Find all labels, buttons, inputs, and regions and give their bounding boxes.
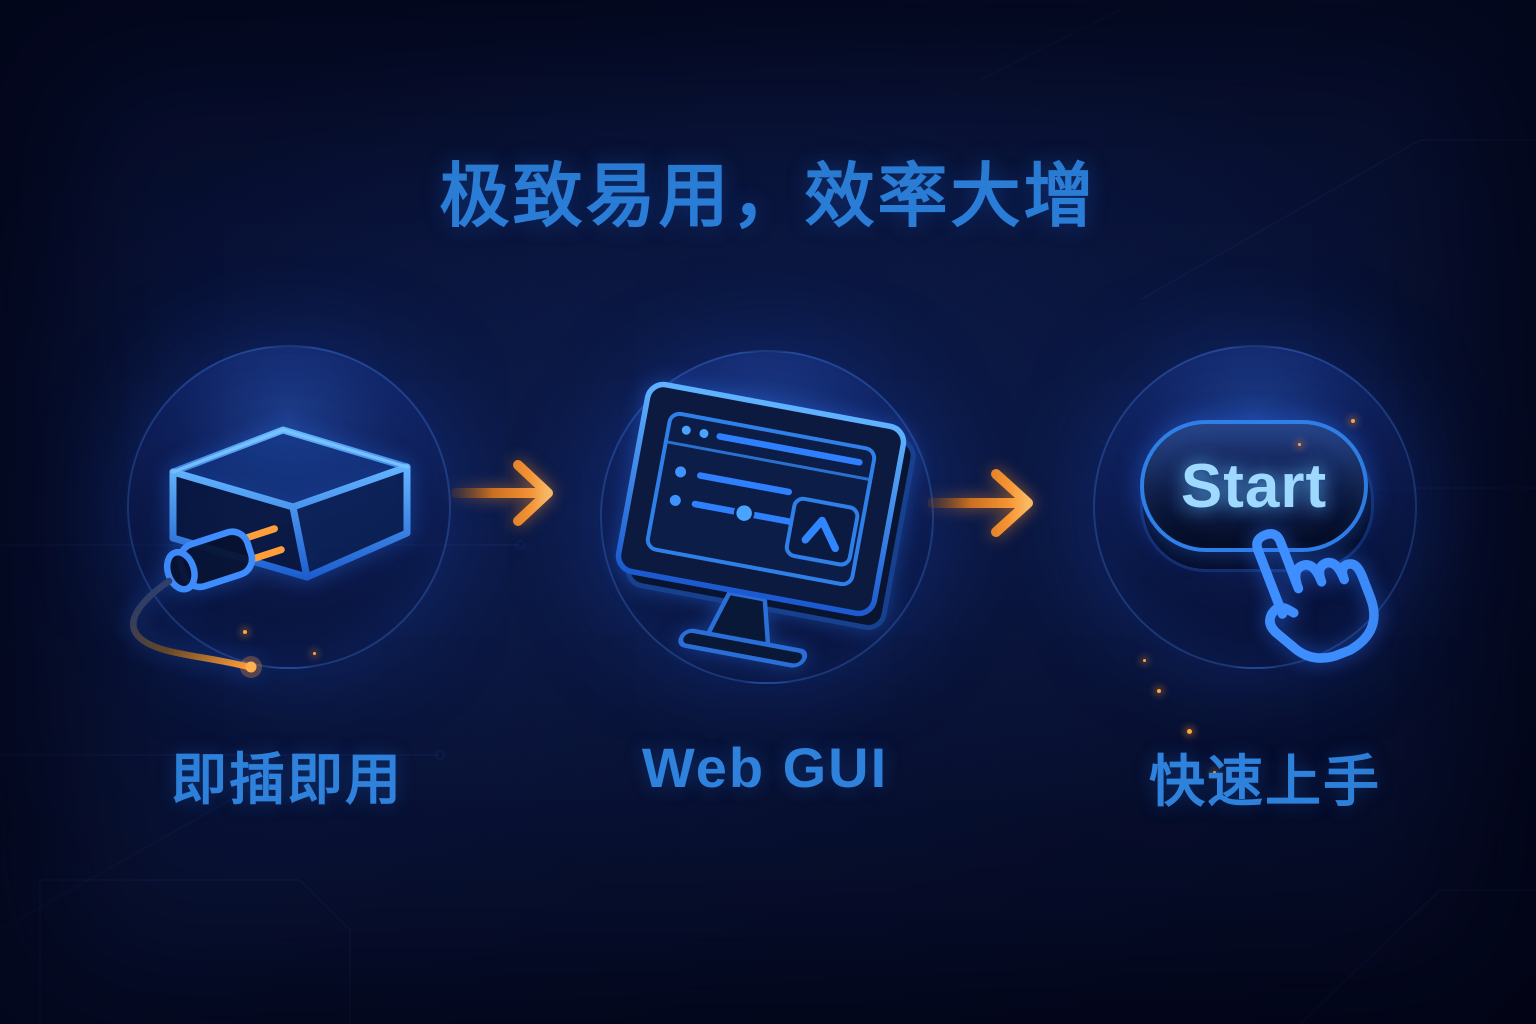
start-button-illustration: Start (1140, 420, 1368, 552)
sparkle-dot (1143, 659, 1146, 662)
window-titlebar-divider (665, 440, 871, 482)
url-bar-line (716, 433, 863, 466)
window-dot (699, 429, 709, 439)
start-button-label: Start (1180, 451, 1328, 521)
sparkle-dot (1157, 689, 1161, 693)
sparkle-dot (1213, 771, 1216, 774)
sparkle-dot (313, 652, 316, 655)
window-dot (681, 425, 691, 435)
step-quick-start: Start 快速上手 (1085, 337, 1445, 813)
sparkle-dot (1351, 419, 1355, 423)
device-plug-icon (130, 426, 411, 678)
web-gui-monitor-icon (615, 381, 916, 668)
step-label: 快速上手 (1149, 750, 1381, 813)
page-title: 极致易用，效率大增 (439, 157, 1097, 235)
step-plug-and-play: 即插即用 (117, 335, 457, 811)
arrow-right-icon (452, 460, 553, 526)
sparkle-dot (1187, 729, 1192, 734)
slider-knob (733, 502, 755, 524)
list-bullet (675, 466, 687, 478)
setting-row-line (697, 472, 793, 496)
sparkle-dot (1298, 443, 1301, 446)
hand-cursor-icon (1252, 529, 1379, 663)
logo-panel (784, 496, 860, 567)
arrow-right-icon (928, 469, 1033, 537)
list-bullet (669, 494, 681, 506)
step-web-gui: Web GUI (595, 345, 935, 805)
sparkle-dot (243, 630, 247, 634)
step-label: Web GUI (641, 736, 889, 799)
chevron-logo (801, 516, 839, 553)
step-label: 即插即用 (171, 748, 403, 811)
